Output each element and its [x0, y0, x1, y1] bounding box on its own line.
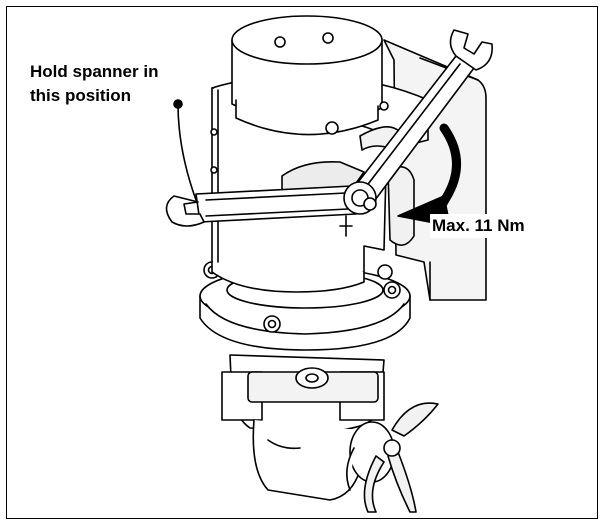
nut	[343, 181, 377, 215]
hold-spanner-callout: Hold spanner in this position	[30, 60, 220, 108]
alignment-mark	[339, 215, 353, 237]
hold-callout-line-1: Hold spanner in	[30, 62, 159, 81]
hold-callout-line-2: this position	[30, 86, 132, 105]
top-cylinder	[231, 15, 383, 136]
torque-callout: Max. 11 Nm	[430, 214, 527, 238]
gear-leg	[221, 354, 395, 501]
propeller	[363, 402, 439, 513]
leader-line	[173, 99, 197, 201]
diagonal-spanner	[351, 29, 493, 205]
